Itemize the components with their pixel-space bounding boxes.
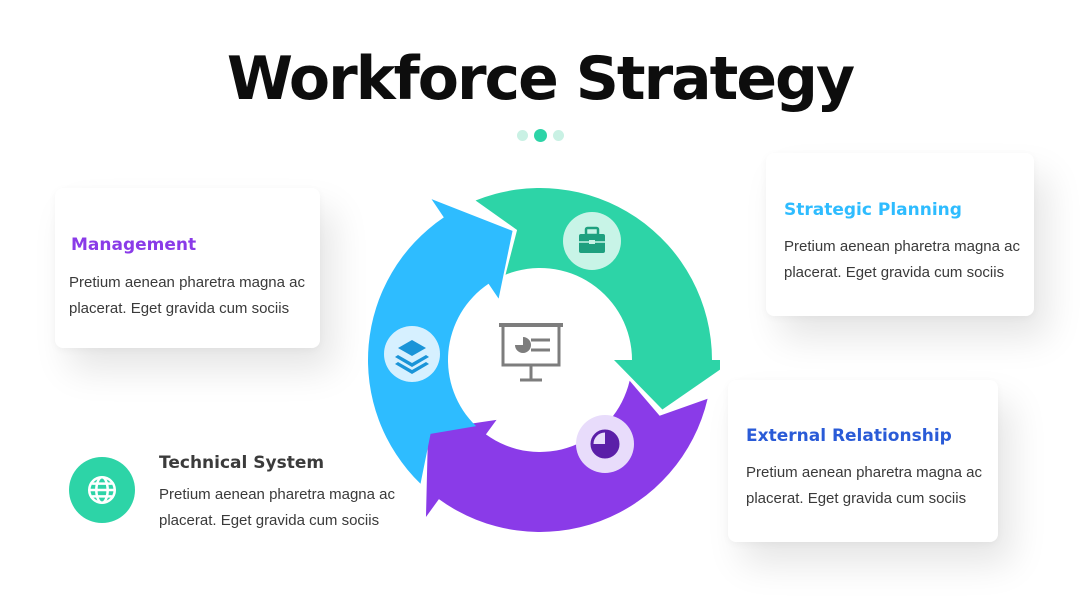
briefcase-icon [579, 226, 605, 253]
presentation-board-icon [499, 323, 563, 382]
cycle-diagram [368, 188, 720, 532]
blue-cycle-segment [368, 199, 513, 484]
technical-system-description: Pretium aenean pharetra magna ac placera… [159, 486, 395, 529]
strategic-planning-card: Strategic Planning Pretium aenean pharet… [766, 153, 1034, 316]
external-relationship-title: External Relationship [746, 426, 952, 446]
pagination-dot [553, 130, 564, 141]
layers-icon [395, 340, 429, 374]
management-title: Management [71, 235, 197, 255]
external-relationship-card: External Relationship Pretium aenean pha… [728, 380, 998, 542]
external-relationship-description: Pretium aenean pharetra magna ac placera… [746, 464, 982, 507]
globe-icon [87, 475, 117, 505]
green-cycle-segment [475, 188, 720, 410]
page-title: Workforce Strategy [226, 44, 855, 114]
briefcase-badge [563, 212, 621, 270]
purple-cycle-segment [425, 380, 708, 532]
strategic-planning-description: Pretium aenean pharetra magna ac placera… [784, 238, 1020, 281]
strategic-planning-title: Strategic Planning [784, 200, 962, 220]
management-card: Management Pretium aenean pharetra magna… [55, 188, 320, 348]
management-description: Pretium aenean pharetra magna ac placera… [69, 274, 305, 317]
technical-system-title: Technical System [159, 453, 325, 473]
technical-system-icon-badge [69, 457, 135, 523]
pagination-dot [517, 130, 528, 141]
layers-badge [384, 326, 440, 382]
pie-chart-icon [590, 429, 620, 459]
pie-chart-badge [576, 415, 634, 473]
pagination-dot-active [534, 129, 547, 142]
pagination-dots [517, 129, 564, 142]
